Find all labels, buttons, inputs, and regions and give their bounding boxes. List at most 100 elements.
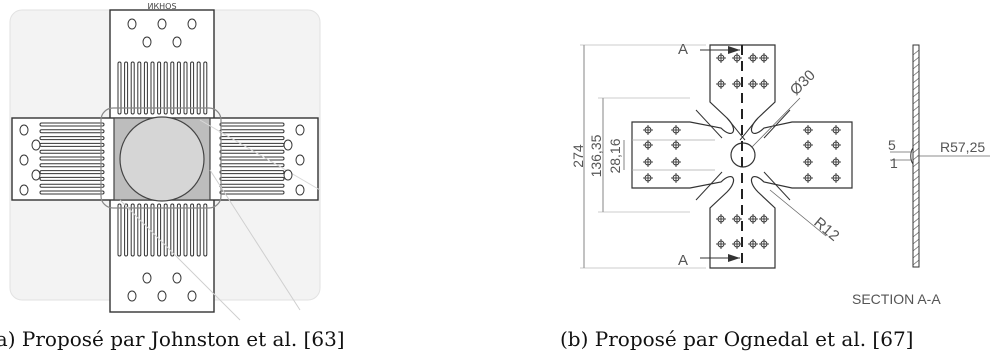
slit [124, 61, 129, 115]
slit [143, 61, 148, 115]
hatch-line [912, 224, 920, 231]
bolt-cross [831, 173, 841, 183]
slit [176, 61, 181, 115]
hatch-line [912, 63, 920, 70]
bolt-hole [31, 169, 41, 181]
bolt-cross [671, 140, 681, 150]
dimension-diameter: Ø30 [787, 67, 819, 99]
hatch-line [912, 119, 920, 126]
cruciform-specimen-johnston: ИКНОЅ [9, 2, 321, 321]
hatch-line [912, 147, 920, 154]
slit [203, 203, 208, 257]
bolt-cross [732, 79, 742, 89]
section-notch [910, 147, 914, 165]
bolt-cross [803, 140, 813, 150]
hatch-line [912, 56, 920, 63]
bolt-holes [19, 18, 305, 302]
hatch-line [912, 245, 920, 252]
bolt-hole [157, 18, 167, 30]
bolt-hole [127, 290, 137, 302]
bolt-hole [142, 36, 152, 48]
slit [39, 156, 105, 161]
slit [163, 61, 168, 115]
bottom-slits [117, 203, 208, 257]
construction-line [209, 169, 301, 311]
dimension-274: 274 [570, 144, 586, 168]
bolt-cross [831, 140, 841, 150]
arrow-head-bottom [728, 254, 740, 262]
slit [196, 203, 201, 257]
slit [219, 122, 285, 127]
arrow-head-top [728, 46, 740, 54]
specimen-outline [631, 44, 853, 269]
hatch-line [912, 252, 920, 259]
bolt-hole [31, 139, 41, 151]
slit [203, 61, 208, 115]
slit [163, 203, 168, 257]
right-slits [219, 122, 285, 195]
slit-nw [695, 109, 723, 139]
bolt-cross [732, 214, 742, 224]
bolt-cross [671, 157, 681, 167]
hatch-line [912, 196, 920, 203]
hatch-line [912, 231, 920, 238]
caption-b: (b) Proposé par Ognedal et al. [67] [560, 327, 914, 351]
hatch-line [912, 238, 920, 245]
bolt-cross [716, 79, 726, 89]
hatch-line [912, 140, 920, 147]
hatch-line [912, 168, 920, 175]
slit [39, 163, 105, 168]
hatch-line [912, 112, 920, 119]
bolt-cross [643, 157, 653, 167]
central-circle [119, 116, 205, 202]
slit [176, 203, 181, 257]
hatch-line [912, 189, 920, 196]
bolt-hole [142, 272, 152, 284]
bolt-cross [831, 157, 841, 167]
hatch-line [912, 182, 920, 189]
slit-sw [695, 171, 723, 201]
bolt-hole [295, 124, 305, 136]
slit-se [763, 171, 791, 201]
slot-edge [726, 117, 746, 141]
slit [39, 136, 105, 141]
slit [219, 129, 285, 134]
bolt-cross [759, 239, 769, 249]
slit [150, 61, 155, 115]
bolt-cross [643, 173, 653, 183]
bolt-hole [19, 184, 29, 196]
hatch-line [912, 84, 920, 91]
hatch-line [912, 259, 920, 266]
dimension-136-35: 136,35 [588, 134, 604, 177]
bolt-cross [748, 79, 758, 89]
bolt-cross [716, 239, 726, 249]
construction-line [119, 199, 241, 321]
slit [39, 142, 105, 147]
dimension-28-16: 28,16 [607, 138, 623, 173]
bolt-cross [748, 239, 758, 249]
section-mark-bottom: A [678, 252, 688, 269]
slit [219, 136, 285, 141]
bolt-cross [831, 125, 841, 135]
bolt-hole [187, 290, 197, 302]
slit [190, 61, 195, 115]
top-cut-text: ИКНОЅ [147, 2, 176, 11]
bolt-hole [172, 36, 182, 48]
dimension-1: 1 [890, 155, 898, 171]
diameter-leader [751, 97, 801, 148]
slit [170, 61, 175, 115]
bolt-hole [157, 290, 167, 302]
bolt-cross [759, 53, 769, 63]
slit [39, 170, 105, 175]
slit [219, 183, 285, 188]
hatch-line [912, 91, 920, 98]
slit [219, 170, 285, 175]
bolt-cross [803, 157, 813, 167]
hatch-line [912, 175, 920, 182]
hatch-line [912, 49, 920, 56]
slit-ne [763, 109, 791, 139]
slit [39, 149, 105, 154]
dimension-r57-25: R57,25 [940, 139, 985, 155]
hatch-line [912, 70, 920, 77]
